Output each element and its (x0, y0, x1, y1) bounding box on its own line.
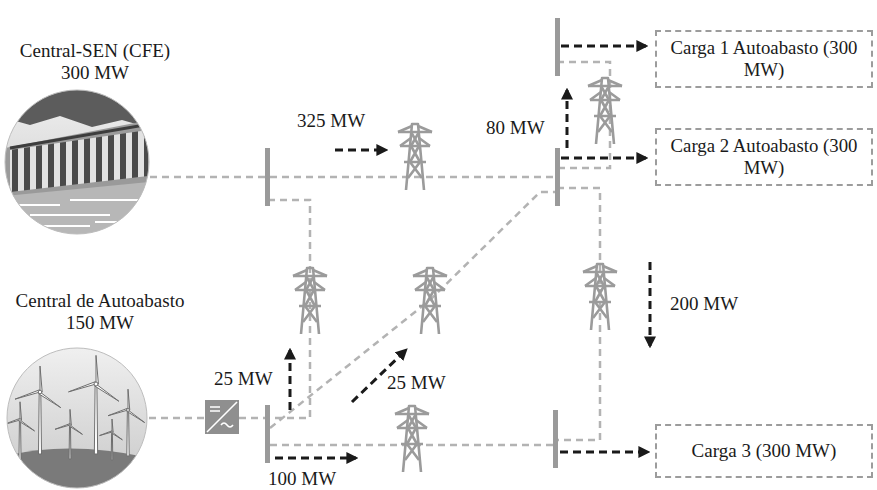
turbine-blade (95, 384, 119, 401)
turbine-blade (55, 424, 70, 430)
power-plant: Central-SEN (CFE)300 MW (2, 40, 188, 84)
plant-name: Central-SEN (CFE) (2, 40, 188, 62)
turbine-blade (108, 408, 128, 415)
inverter-symbol (205, 400, 239, 434)
flow-value: 200 MW (668, 293, 740, 315)
turbine-tower (69, 425, 71, 459)
turbine-blade (69, 382, 96, 392)
tower-symbol (395, 406, 429, 472)
turbine-blade (96, 355, 98, 384)
turbine-blade (128, 389, 130, 410)
turbine-blade (100, 431, 112, 436)
photo-frame (7, 348, 147, 488)
turbine-blade (127, 410, 145, 423)
bus-bars (265, 18, 560, 468)
flow-arrow (566, 90, 569, 148)
load-box: Carga 3 (300 MW) (655, 424, 873, 478)
flow-arrows (275, 46, 650, 458)
tower-symbol (588, 78, 622, 144)
bus-bar (265, 148, 270, 206)
turbine-blade (111, 432, 122, 440)
turbine-blade (112, 419, 113, 432)
flow-arrow (560, 451, 648, 454)
load-label: Carga 3 (300 MW) (692, 440, 837, 462)
bus-bar (555, 148, 560, 206)
line (150, 176, 557, 179)
turbine-tower (19, 420, 21, 460)
turbine-tower (111, 432, 113, 460)
flow-value: 325 MW (295, 110, 367, 132)
bus-bar (553, 410, 558, 468)
turbine-blade (69, 425, 82, 434)
flow-value: 100 MW (266, 468, 338, 490)
turbine-blade (39, 392, 61, 408)
turbine-blade (19, 420, 34, 431)
tower-symbol (398, 124, 432, 190)
plant-capacity: 300 MW (2, 62, 188, 84)
load-box: Carga 1 Autoabasto (300 MW) (655, 30, 873, 88)
turbine-blade (40, 366, 42, 392)
tower-symbols (293, 78, 622, 472)
turbine-hub (19, 419, 22, 422)
turbine-blade (70, 409, 71, 425)
flow-arrow (335, 149, 386, 152)
turbine-hub (69, 424, 71, 426)
turbine-tower (94, 384, 97, 454)
flow-arrow (561, 45, 646, 48)
flow-arrow (561, 157, 646, 160)
turbine-tower (39, 392, 42, 454)
tower-symbol (583, 264, 617, 330)
photo-frame (5, 90, 149, 234)
bus-bar (555, 18, 560, 76)
wind-plant-picture (3, 346, 151, 490)
bus-bar (265, 405, 270, 463)
tower-symbol (413, 268, 447, 334)
turbine-blade (15, 390, 40, 399)
flow-value: 80 MW (484, 117, 547, 139)
flow-value: 25 MW (212, 368, 275, 390)
grid-lines (149, 62, 610, 445)
turbine-blade (3, 419, 20, 425)
turbine-hub (38, 390, 42, 394)
plant-capacity: 150 MW (2, 312, 198, 334)
turbine-blade (20, 402, 22, 420)
hydro-plant-picture (5, 90, 150, 240)
plant-name: Central de Autoabasto (2, 290, 198, 312)
flow-arrow (275, 457, 356, 460)
flow-value: 25 MW (385, 372, 448, 394)
turbine-tower (127, 410, 129, 456)
turbine-hub (111, 431, 113, 433)
load-label: Carga 1 Autoabasto (300 MW) (665, 37, 863, 80)
power-plant: Central de Autoabasto150 MW (2, 290, 198, 334)
tower-symbol (293, 268, 327, 334)
flow-arrow (649, 262, 652, 346)
load-box: Carga 2 Autoabasto (300 MW) (655, 128, 873, 186)
flow-arrow (289, 350, 292, 410)
load-label: Carga 2 Autoabasto (300 MW) (665, 135, 863, 178)
line (270, 192, 557, 428)
turbine-hub (127, 409, 130, 412)
turbine-hub (94, 382, 98, 386)
